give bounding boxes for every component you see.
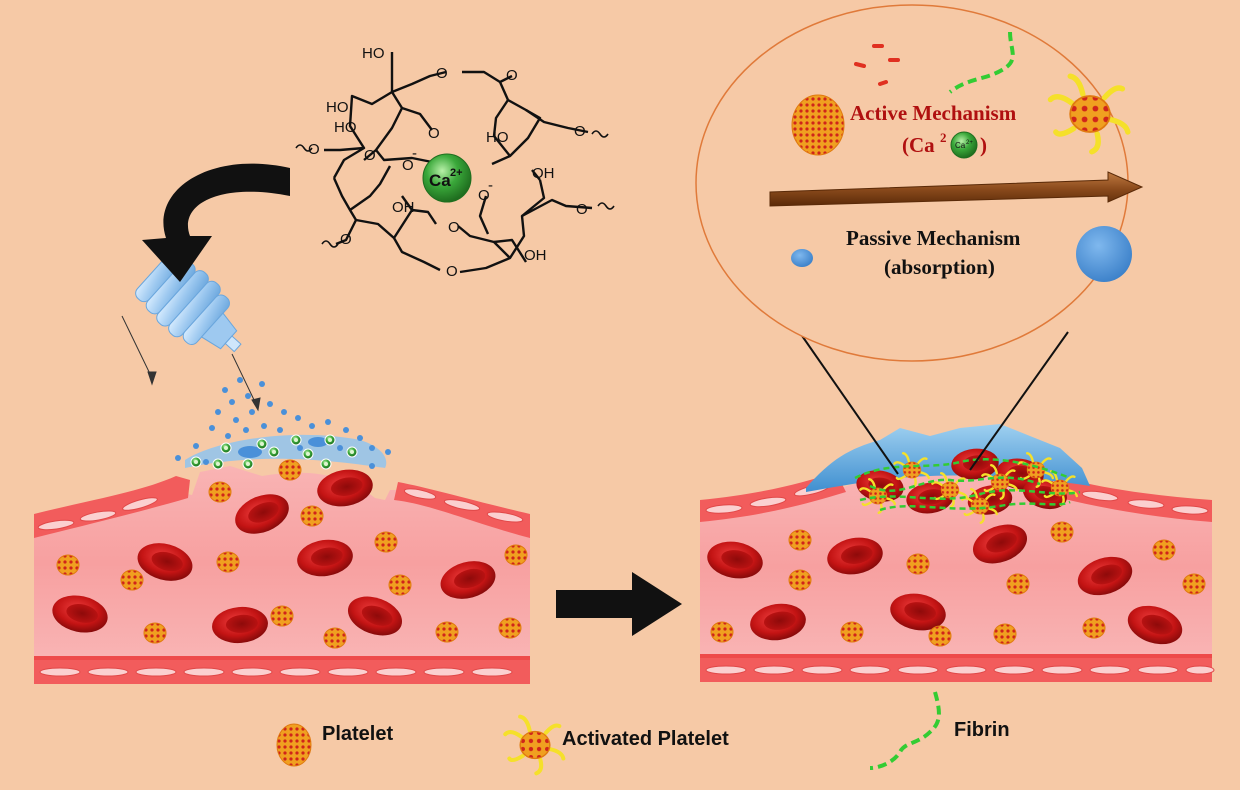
- svg-text:(Ca: (Ca: [902, 133, 935, 157]
- legend-fibrin-icon: [869, 691, 941, 770]
- svg-text:O: O: [446, 263, 458, 280]
- healed-vessel: [700, 472, 1215, 682]
- spray-particles: [175, 377, 391, 469]
- svg-text:HO: HO: [486, 129, 509, 146]
- active-mechanism-title: Active Mechanism: [850, 101, 1017, 125]
- svg-text:O: O: [402, 157, 414, 174]
- legend-fibrin-label: Fibrin: [954, 719, 1010, 741]
- platelet: [278, 459, 302, 481]
- ion-charge: 2+: [450, 167, 463, 179]
- ion-label: Ca: [429, 171, 451, 190]
- wavy-bond-marks: [295, 130, 615, 248]
- zoom-line-left: [797, 329, 899, 475]
- alginate-ca-structure: [324, 52, 593, 274]
- platelet: [788, 529, 812, 551]
- platelet: [1050, 521, 1074, 543]
- active-mechanism-subtitle: (Ca 2 Ca 2+ ): [902, 130, 987, 159]
- legend: Platelet Activated Platelet Fibrin: [276, 691, 1010, 774]
- svg-text:O: O: [478, 187, 490, 204]
- platelet: [270, 605, 294, 627]
- injured-vessel: [34, 459, 530, 684]
- platelet: [374, 531, 398, 553]
- svg-text:Ca: Ca: [955, 141, 966, 150]
- platelet: [1082, 617, 1106, 639]
- calcium-ion: Ca 2+: [422, 153, 472, 203]
- platelet: [504, 544, 528, 566]
- platelet: [1182, 573, 1206, 595]
- svg-text:O: O: [436, 65, 448, 82]
- structure-labels: HO HO HO OH OH OH O O O O O O O O O - O …: [308, 45, 588, 280]
- spray-direction-arrows: [121, 315, 261, 412]
- platelet: [435, 621, 459, 643]
- legend-activated-platelet-icon: [505, 717, 563, 774]
- platelet: [840, 621, 864, 643]
- svg-text:O: O: [576, 201, 588, 218]
- svg-text:HO: HO: [362, 45, 385, 62]
- powder-layer: [185, 434, 387, 468]
- platelet: [143, 622, 167, 644]
- process-arrow-icon: [556, 572, 682, 636]
- legend-platelet-icon: [276, 723, 312, 767]
- platelet: [788, 569, 812, 591]
- platelet: [56, 554, 80, 576]
- svg-text:2: 2: [940, 130, 947, 145]
- swollen-particle-icon: [1076, 226, 1132, 282]
- svg-text:O: O: [574, 123, 586, 140]
- svg-text:O: O: [308, 141, 320, 158]
- platelet: [498, 617, 522, 639]
- small-particle-icon: [791, 249, 813, 267]
- svg-text:-: -: [412, 145, 417, 162]
- passive-mechanism-subtitle: (absorption): [884, 255, 995, 279]
- curved-arrow-icon: [142, 163, 290, 282]
- mechanism-callout: Active Mechanism (Ca 2 Ca 2+ ) Passive M…: [695, 4, 1144, 362]
- mechanism-arrow-icon: [769, 171, 1144, 207]
- svg-text:O: O: [448, 219, 460, 236]
- svg-text:-: -: [488, 177, 493, 194]
- svg-text:O: O: [340, 231, 352, 248]
- svg-text:): ): [980, 133, 987, 157]
- svg-text:O: O: [428, 125, 440, 142]
- platelet-icon: [791, 94, 845, 156]
- svg-text:OH: OH: [524, 247, 547, 264]
- platelet: [300, 505, 324, 527]
- platelet: [208, 481, 232, 503]
- svg-text:O: O: [506, 67, 518, 84]
- zoom-line-right: [969, 331, 1069, 471]
- svg-text:HO: HO: [334, 119, 357, 136]
- passive-mechanism-title: Passive Mechanism: [846, 226, 1021, 250]
- platelet: [928, 625, 952, 647]
- platelet: [388, 574, 412, 596]
- platelet: [710, 621, 734, 643]
- platelet: [1006, 573, 1030, 595]
- clot: [806, 424, 1090, 524]
- platelet: [906, 553, 930, 575]
- platelet: [216, 551, 240, 573]
- platelet: [323, 627, 347, 649]
- platelet: [1152, 539, 1176, 561]
- legend-platelet-label: Platelet: [322, 723, 393, 745]
- vessel-lumen: [34, 466, 530, 660]
- svg-text:OH: OH: [532, 165, 555, 182]
- svg-text:2+: 2+: [966, 140, 973, 146]
- svg-text:OH: OH: [392, 199, 415, 216]
- spray-bottle-icon: [135, 251, 242, 353]
- platelet: [120, 569, 144, 591]
- svg-text:HO: HO: [326, 99, 349, 116]
- platelet: [993, 623, 1017, 645]
- legend-activated-platelet-label: Activated Platelet: [562, 728, 729, 750]
- svg-text:O: O: [364, 147, 376, 164]
